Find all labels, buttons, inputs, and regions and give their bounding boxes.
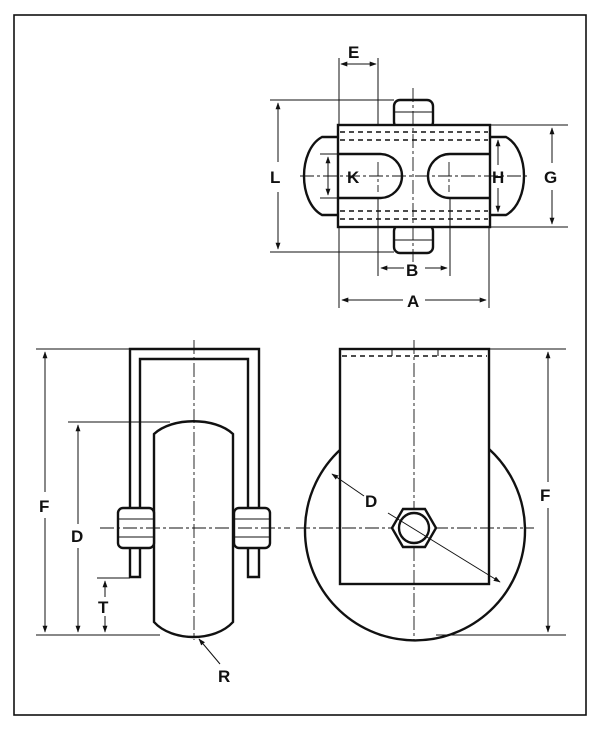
bottom-bolt-end xyxy=(392,223,435,255)
front-view: F D T R xyxy=(36,340,290,686)
side-axle-bolt xyxy=(397,511,431,545)
top-view: E L K H G B A xyxy=(270,43,568,311)
dim-label-a: A xyxy=(407,292,419,311)
dim-label-h: H xyxy=(492,168,504,187)
dim-label-d-right: D xyxy=(365,492,377,511)
drawing-frame xyxy=(13,14,587,716)
dim-label-k: K xyxy=(347,168,360,187)
side-view: D F xyxy=(296,340,566,642)
dim-label-g: G xyxy=(544,168,557,187)
dim-label-f-right: F xyxy=(540,486,550,505)
dim-label-f-left: F xyxy=(39,497,49,516)
dim-label-e: E xyxy=(348,43,359,62)
dim-label-r: R xyxy=(218,667,230,686)
dim-label-l: L xyxy=(270,168,280,187)
side-mount-plate xyxy=(338,347,491,586)
dim-label-d-left: D xyxy=(71,527,83,546)
dim-label-b: B xyxy=(406,261,418,280)
caster-fork xyxy=(128,347,261,579)
wheel xyxy=(152,420,235,639)
side-wheel-outline xyxy=(303,448,527,642)
dim-label-t: T xyxy=(98,598,109,617)
